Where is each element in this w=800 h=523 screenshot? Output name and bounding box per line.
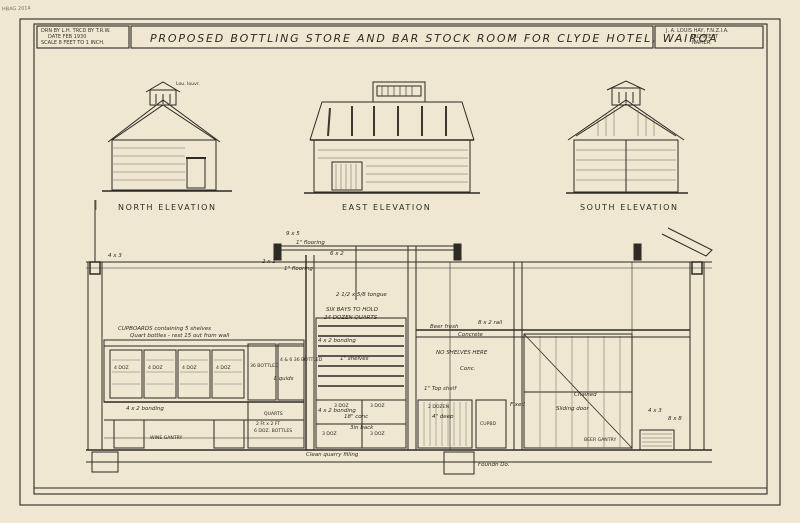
note-foundation: Foundn Do. [478, 462, 510, 468]
note-liquids: Liquids [274, 376, 294, 382]
note-cupboards-1: CUPBOARDS containing 5 shelves [118, 326, 212, 332]
note-doz-1: 4 DOZ [114, 366, 129, 371]
note-tongue: 2 1/2 x 5/8 tongue [336, 292, 387, 298]
note-9x5: 9 x 5 [286, 231, 300, 237]
note-two-dozen: 2 DOZEN [428, 405, 450, 410]
note-top-shelf: 1" Top shelf [424, 386, 457, 392]
note-quarts: QUARTS [264, 412, 283, 417]
note-conc: Conc. [460, 366, 476, 372]
note-conc-2: 18" conc [344, 414, 369, 420]
note-flooring-2: 1" flooring [284, 266, 313, 272]
south-elevation-label: SOUTH ELEVATION [580, 203, 679, 212]
note-back: 3in back [350, 425, 374, 431]
outer-border [19, 18, 781, 506]
architect-name: J. A. LOUIS HAY, F.N.Z.I.A. [666, 28, 729, 34]
note-quarry-filling: Clean quarry filling [306, 452, 359, 458]
note-cupbd: CUPBD [480, 422, 497, 427]
date-text: DATE FEB 1930 [48, 34, 87, 40]
note-doz-2: 4 DOZ [148, 366, 163, 371]
title-block-main-box [130, 25, 654, 49]
drawn-by-text: DRN BY L.H. TRCD BY T.R.W. [41, 28, 111, 34]
note-4x3: 4 x 3 [108, 253, 122, 259]
scale-text: SCALE 8 FEET TO 1 INCH. [41, 40, 105, 46]
note-2x1: 2 x 1 [262, 259, 276, 265]
note-stack-2: 6 DOZ. BOTTLES [254, 429, 293, 434]
note-doz-c: 3 DOZ [322, 432, 337, 437]
inner-border [33, 23, 768, 495]
note-shelves: 1" shelves [340, 356, 369, 362]
architect-location: NAPIER. [692, 40, 712, 46]
note-4x3-right: 4 x 3 [648, 408, 662, 414]
section-drawing [86, 200, 713, 475]
note-bottles-1: 36 BOTTLED [250, 364, 279, 369]
note-6x2: 6 x 2 [330, 251, 344, 257]
north-elevation-label: NORTH ELEVATION [118, 203, 217, 212]
east-elevation-label: EAST ELEVATION [342, 203, 432, 212]
note-chain: Chained [574, 392, 597, 398]
note-sliding-door: Sliding door [556, 406, 589, 412]
note-stack-1: 2 Ft x 2 FT [256, 422, 281, 427]
note-doz-3: 4 DOZ [182, 366, 197, 371]
drawing-title: PROPOSED BOTTLING STORE AND BAR STOCK RO… [150, 32, 719, 45]
note-wine-gantry: WINE GANTRY [150, 436, 183, 441]
note-fixed: Fixed [510, 402, 525, 408]
east-elevation-drawing [304, 81, 480, 194]
note-flooring-top: 1" flooring [296, 240, 325, 246]
note-bottles-2: 4 & 6 36 BOTTLED [280, 358, 323, 363]
louvre-note: Lou. louvr. [176, 82, 200, 87]
note-beer-fresh: Beer fresh [430, 324, 459, 330]
note-doz-b: 3 DOZ [370, 404, 385, 409]
south-elevation-drawing [566, 80, 688, 194]
note-bonding-2: 4 x 2 bonding [126, 406, 164, 412]
note-six-bays-2: 24 DOZEN QUARTS [324, 315, 378, 321]
archive-stamp: HBAG 2014 [1, 5, 31, 13]
note-doz-4: 4 DOZ [216, 366, 231, 371]
note-shelf-depth: 4" deep [432, 414, 454, 420]
note-doz-d: 3 DOZ [370, 432, 385, 437]
title-block-left-box [36, 25, 130, 49]
note-cupboards-2: Quart bottles - rest 15 out from wall [130, 333, 230, 339]
note-concrete: Concrete [458, 332, 483, 338]
note-beer-gantry: BEER GANTRY [584, 438, 617, 443]
note-8x8: 8 x 8 [668, 416, 682, 422]
note-six-bays-1: SIX BAYS TO HOLD [326, 307, 378, 313]
note-no-shelves: NO SHELVES HERE [436, 350, 488, 356]
title-block-right-box [654, 25, 764, 49]
note-8x2-rail: 8 x 2 rail [478, 320, 503, 326]
note-bonding-1: 4 x 2 bonding [318, 338, 356, 344]
note-doz-a: 3 DOZ [334, 404, 349, 409]
note-bonding-3: 4 x 2 bonding [318, 408, 356, 414]
north-elevation-drawing [102, 81, 232, 192]
architect-role: ARCHITECT [690, 34, 719, 40]
